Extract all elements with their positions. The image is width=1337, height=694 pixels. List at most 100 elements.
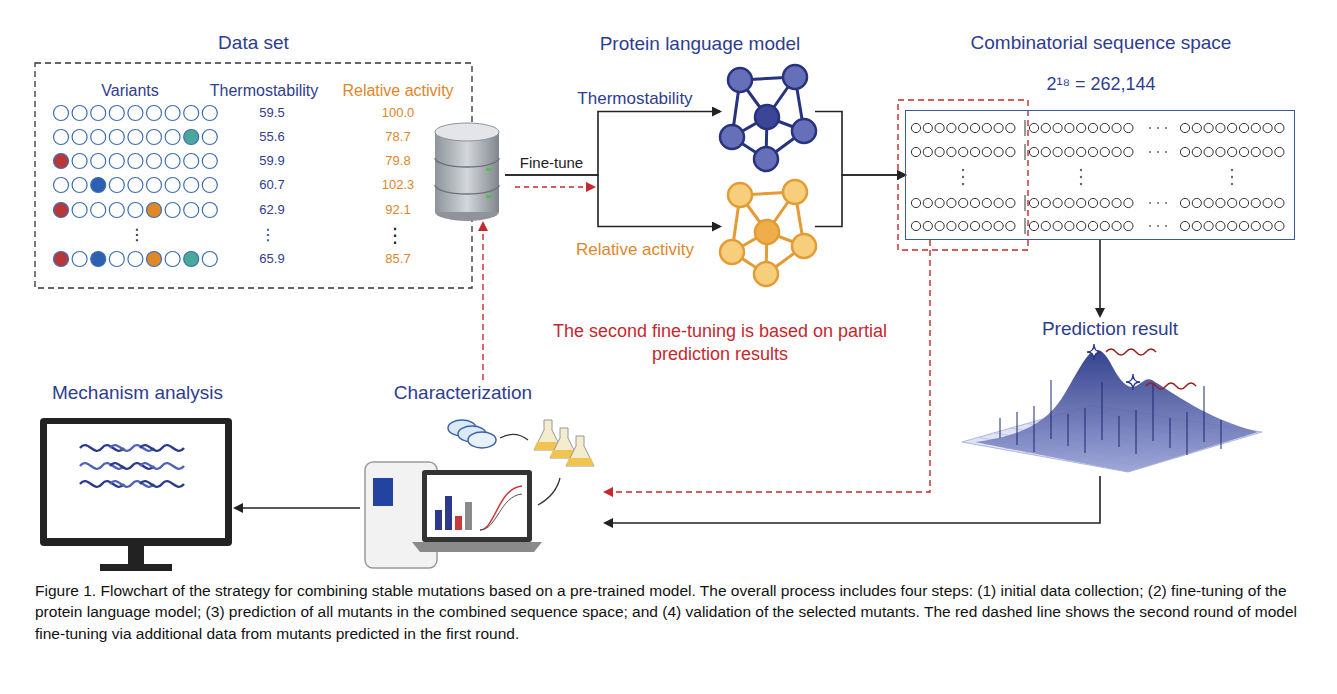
flask: [566, 436, 594, 466]
variant-site: [147, 252, 162, 267]
variant-site: [128, 130, 143, 145]
ellipsis-dot: [1149, 151, 1151, 153]
network-neuron: [754, 147, 778, 171]
variant-site: [91, 178, 106, 193]
database-led: [486, 195, 492, 198]
variant-site: [54, 154, 69, 169]
feedback-connector: [605, 240, 930, 492]
sequence-site: [1088, 123, 1097, 132]
sequence-site: [1228, 221, 1237, 230]
variant-site: [202, 154, 217, 169]
variant-site: [128, 106, 143, 121]
ellipsis-dot: [1231, 169, 1233, 171]
surface-spike: [1102, 382, 1103, 440]
sequence-site: [1239, 147, 1248, 156]
sequence-site: [1180, 123, 1189, 132]
node-heading: 2¹⁸ = 262,144: [906, 74, 1296, 96]
sequence-site: [1065, 123, 1074, 132]
sequence-site: [1006, 221, 1015, 230]
surface-spike: [1136, 410, 1137, 454]
table-cell: 102.3: [382, 177, 415, 193]
network-neuron: [754, 262, 778, 286]
flow-connector: [1099, 240, 1101, 316]
sequence-site: [1124, 198, 1133, 207]
ellipsis-dot: [1231, 176, 1233, 178]
sequence-site: [1029, 221, 1038, 230]
monitor-base: [100, 564, 172, 571]
table-cell: ⋮: [129, 225, 145, 245]
sequence-site: [1204, 123, 1213, 132]
sequence-site: [1112, 198, 1121, 207]
flow-connector: [815, 112, 905, 176]
separator: [1025, 120, 1026, 136]
ellipsis-dot: [962, 176, 964, 178]
sequence-squiggle: [1146, 383, 1196, 389]
sequence-site: [1228, 123, 1237, 132]
sequence-site: [1275, 221, 1284, 230]
network-neuron: [792, 234, 816, 258]
table-cell: 55.6: [259, 129, 284, 145]
sequence-site: [970, 221, 979, 230]
variant-site: [184, 203, 199, 218]
ellipsis-dot: [1157, 127, 1159, 129]
variant-site: [72, 252, 87, 267]
node-heading: Data set: [35, 32, 472, 55]
monitor-screen: [47, 424, 225, 538]
sequence-site: [1053, 147, 1062, 156]
laptop-base: [412, 542, 542, 552]
variant-site: [72, 130, 87, 145]
sequence-site: [1065, 147, 1074, 156]
sequence-site: [923, 123, 932, 132]
database-band: [435, 185, 499, 194]
sequence-site: [1041, 147, 1050, 156]
network-neuron: [792, 119, 816, 143]
sequence-site: [1275, 123, 1284, 132]
table-cell: 60.7: [259, 177, 284, 193]
sequence-site: [1077, 123, 1086, 132]
sequence-site: [982, 123, 991, 132]
chart-curve: [480, 494, 522, 530]
surface-spike: [1153, 384, 1154, 441]
sequence-site: [1041, 221, 1050, 230]
table-cell: Relative activity: [342, 81, 453, 101]
sequence-site: [1180, 147, 1189, 156]
variant-site: [128, 154, 143, 169]
ellipsis-dot: [1165, 151, 1167, 153]
instrument-screen: [373, 478, 393, 506]
variant-site: [91, 203, 106, 218]
flow-node: Relative activity: [720, 180, 815, 285]
variant-site: [165, 130, 180, 145]
sequence-site: [994, 198, 1003, 207]
sequence-site: [1180, 221, 1189, 230]
variant-site: [72, 154, 87, 169]
network-neuron: [783, 180, 807, 204]
sequence-site: [1275, 198, 1284, 207]
variant-site: [147, 130, 162, 145]
sequence-site: [1041, 123, 1050, 132]
variant-site: [202, 203, 217, 218]
table-cell: 59.5: [259, 105, 284, 121]
sequence-site: [1006, 198, 1015, 207]
sequence-site: [1100, 123, 1109, 132]
table-cell: ⋮: [260, 225, 276, 245]
sequence-site: [1263, 198, 1272, 207]
variant-site: [72, 178, 87, 193]
variant-site: [147, 106, 162, 121]
variant-site: [202, 130, 217, 145]
flow-connector: [505, 112, 720, 176]
highlight-star: [1126, 374, 1140, 390]
sequence-site: [911, 123, 920, 132]
sequence-site: [1251, 147, 1260, 156]
variant-site: [184, 154, 199, 169]
variant-site: [165, 252, 180, 267]
flow-connector: [235, 507, 360, 509]
sequence-site: [947, 123, 956, 132]
sequence-site: [1065, 221, 1074, 230]
ellipsis-dot: [1231, 183, 1233, 185]
variant-site: [184, 106, 199, 121]
flow-node: Prediction result: [960, 316, 1260, 476]
variant-site: [109, 106, 124, 121]
sequence-site: [1124, 221, 1133, 230]
sequence-site: [947, 147, 956, 156]
sequence-site: [1112, 147, 1121, 156]
